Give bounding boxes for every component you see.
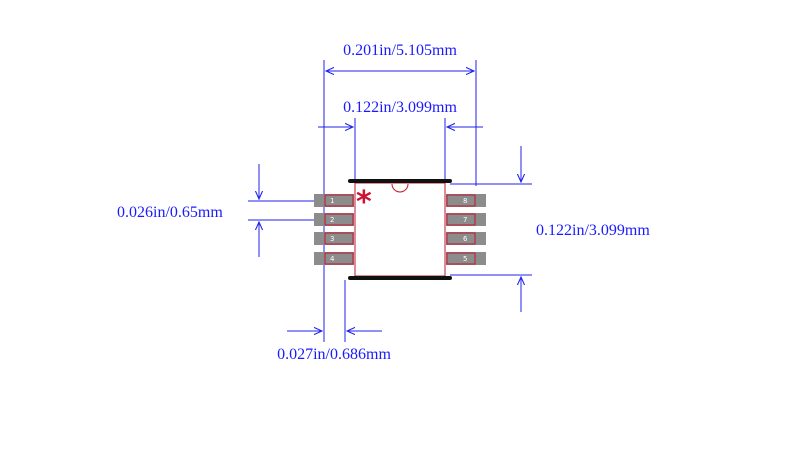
overall-width-label: 0.201in/5.105mm bbox=[343, 42, 457, 59]
pads-right: 8 7 6 5 bbox=[446, 194, 486, 265]
pin-label: 7 bbox=[463, 216, 467, 224]
silkscreen-top bbox=[350, 179, 450, 183]
pad-5: 5 bbox=[446, 252, 486, 265]
pad-7: 7 bbox=[446, 213, 486, 226]
pad-width-label: 0.027in/0.686mm bbox=[277, 346, 391, 363]
pitch-label: 0.026in/0.65mm bbox=[117, 204, 223, 221]
asterisk-icon: * bbox=[356, 185, 372, 220]
pad-1: 1 bbox=[314, 194, 354, 207]
pad-4: 4 bbox=[314, 252, 354, 265]
pad-3: 3 bbox=[314, 232, 354, 245]
pad-2: 2 bbox=[314, 213, 354, 226]
pin-label: 5 bbox=[463, 255, 467, 263]
pin-label: 4 bbox=[330, 255, 335, 263]
pin-label: 3 bbox=[330, 235, 334, 243]
pin-label: 1 bbox=[330, 197, 334, 205]
body-length-label: 0.122in/3.099mm bbox=[536, 222, 650, 239]
pad-6: 6 bbox=[446, 232, 486, 245]
pin-label: 6 bbox=[463, 235, 468, 243]
dimension-lines bbox=[259, 71, 521, 331]
notch-icon bbox=[391, 183, 409, 193]
pad-8: 8 bbox=[446, 194, 486, 207]
pads-left: 1 2 3 4 bbox=[314, 194, 354, 265]
body-width-label: 0.122in/3.099mm bbox=[343, 99, 457, 116]
pin-label: 8 bbox=[463, 197, 467, 205]
silkscreen-bottom bbox=[350, 276, 450, 280]
pin-label: 2 bbox=[330, 216, 334, 224]
